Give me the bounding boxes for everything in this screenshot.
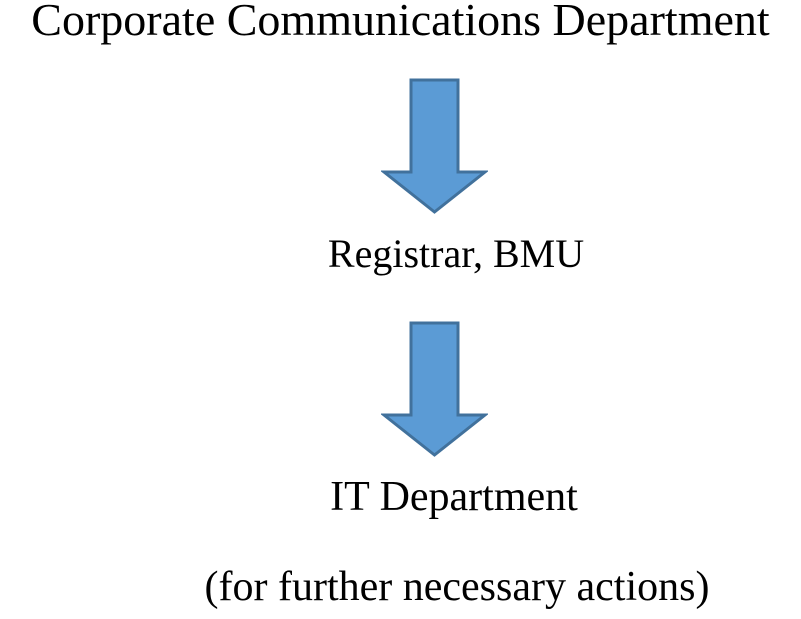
down-arrow-icon xyxy=(381,78,488,216)
down-arrow-shape xyxy=(381,321,488,457)
node-it-department: IT Department xyxy=(330,474,578,520)
node-corporate-communications-department: Corporate Communications Department xyxy=(31,0,770,45)
down-arrow-shape xyxy=(381,78,488,214)
node-it-department-note: (for further necessary actions) xyxy=(204,564,710,610)
node-registrar-bmu: Registrar, BMU xyxy=(327,231,585,276)
down-arrow-icon xyxy=(381,321,488,459)
